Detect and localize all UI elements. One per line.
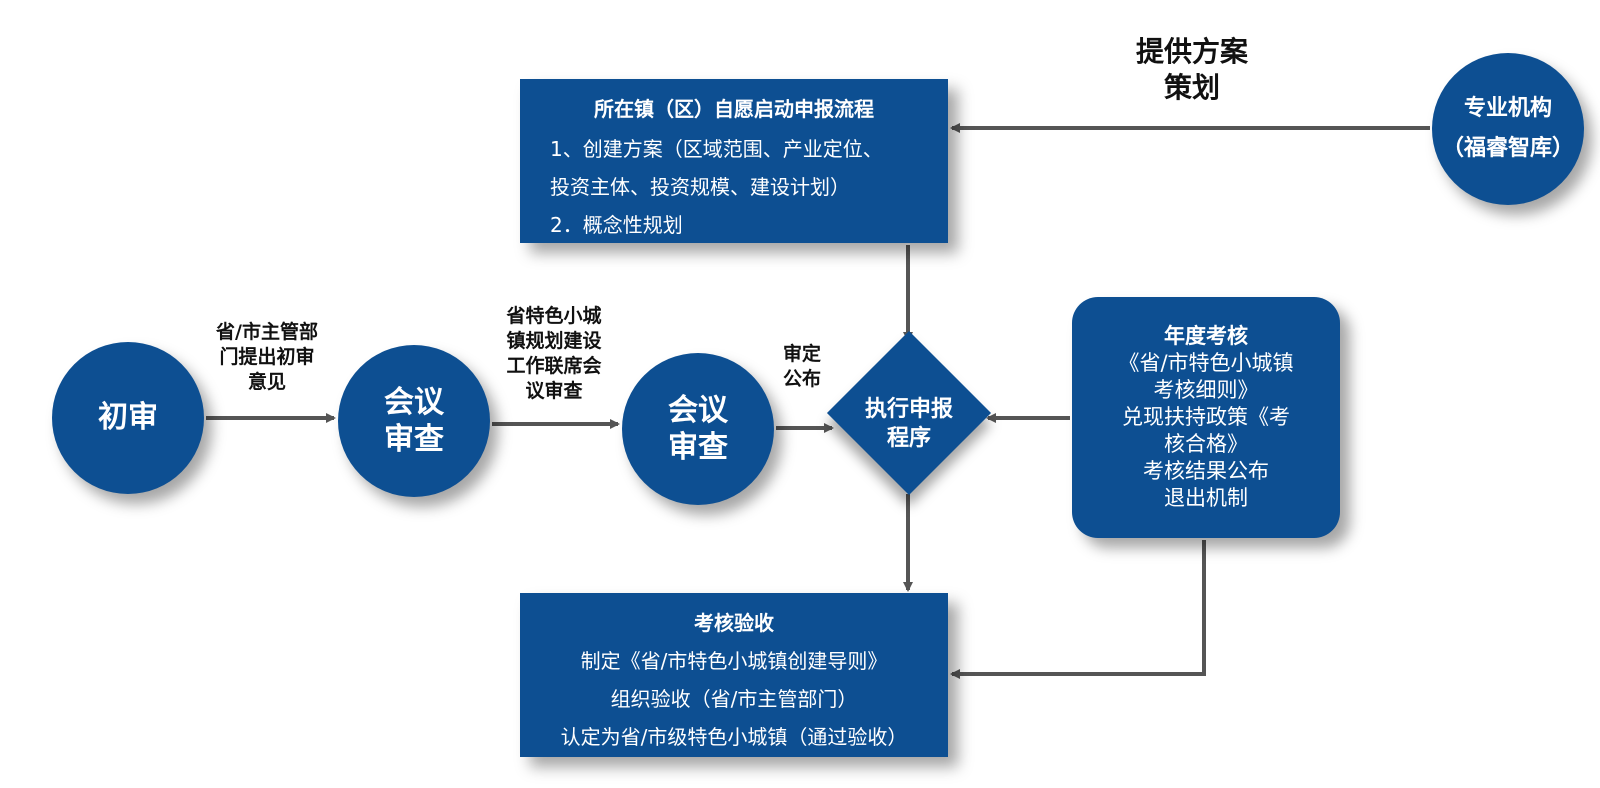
start-process-box: 所在镇（区）自愿启动申报流程 1、创建方案（区域范围、产业定位、 投资主体、投资… (520, 79, 948, 243)
annual-line: 考核结果公布 (1143, 459, 1269, 483)
first-opinion-label: 省/市主管部 门提出初审 意见 (198, 320, 336, 395)
start-process-item: 1、创建方案（区域范围、产业定位、 (550, 137, 883, 161)
joint-meeting-label: 省特色小城 镇规划建设 工作联席会 议审查 (488, 304, 620, 404)
org-label: （福睿智库） (1441, 136, 1574, 161)
annual-line: 考核细则》 (1153, 378, 1259, 402)
acceptance-box: 考核验收 制定《省/市特色小城镇创建导则》 组织验收（省/市主管部门） 认定为省… (520, 593, 948, 757)
meeting-review-node-2: 会议 审查 (622, 353, 774, 505)
edge-label-line: 省/市主管部 (216, 321, 318, 343)
meeting-review-label: 审查 (384, 422, 444, 457)
acceptance-item: 制定《省/市特色小城镇创建导则》 (580, 649, 888, 673)
edge-label-line: 策划 (1163, 71, 1220, 104)
provide-plan-label: 提供方案 策划 (1112, 34, 1272, 106)
edge-label-line: 公布 (782, 368, 821, 390)
edge-label-line: 审定 (782, 343, 821, 365)
annual-line: 《省/市特色小城镇 (1118, 351, 1294, 375)
execute-label-line: 执行申报 (864, 397, 953, 422)
edge-label-line: 门提出初审 (219, 346, 315, 368)
edge-label-line: 意见 (247, 371, 286, 393)
meeting-review-label: 会议 (384, 384, 444, 420)
first-review-node: 初审 (52, 342, 204, 494)
edge-label-line: 提供方案 (1135, 35, 1248, 68)
annual-assessment-box: 年度考核 《省/市特色小城镇 考核细则》 兑现扶持政策《考 核合格》 考核结果公… (1072, 297, 1340, 538)
acceptance-item: 认定为省/市级特色小城镇（通过验收） (560, 725, 908, 749)
org-label: 专业机构 (1463, 96, 1552, 121)
start-process-item: 投资主体、投资规模、建设计划） (550, 175, 850, 199)
annual-line: 兑现扶持政策《考 (1122, 405, 1290, 429)
arrow-annual-to-accept (950, 540, 1206, 679)
execute-label-line: 程序 (886, 426, 931, 451)
edge-label-line: 省特色小城 (506, 305, 602, 327)
first-review-label: 初审 (98, 400, 158, 436)
start-process-title: 所在镇（区）自愿启动申报流程 (594, 97, 874, 121)
annual-assessment-title: 年度考核 (1164, 324, 1248, 348)
annual-line: 退出机制 (1164, 486, 1248, 510)
edge-label-line: 镇规划建设 (506, 330, 602, 352)
annual-line: 核合格》 (1164, 432, 1248, 456)
professional-org-node: 专业机构 （福睿智库） (1432, 53, 1584, 205)
edge-label-line: 工作联席会 (506, 355, 602, 377)
meeting-review-node: 会议 审查 (338, 345, 490, 497)
acceptance-item: 组织验收（省/市主管部门） (610, 687, 858, 711)
start-process-item: 2．概念性规划 (550, 213, 683, 237)
acceptance-title: 考核验收 (694, 611, 774, 635)
execute-label: 执行申报 程序 (826, 395, 992, 453)
edge-label-line: 议审查 (525, 380, 583, 402)
meeting-review-label: 审查 (668, 430, 728, 465)
approve-publish-label: 审定 公布 (777, 342, 827, 392)
meeting-review-label: 会议 (668, 392, 728, 428)
